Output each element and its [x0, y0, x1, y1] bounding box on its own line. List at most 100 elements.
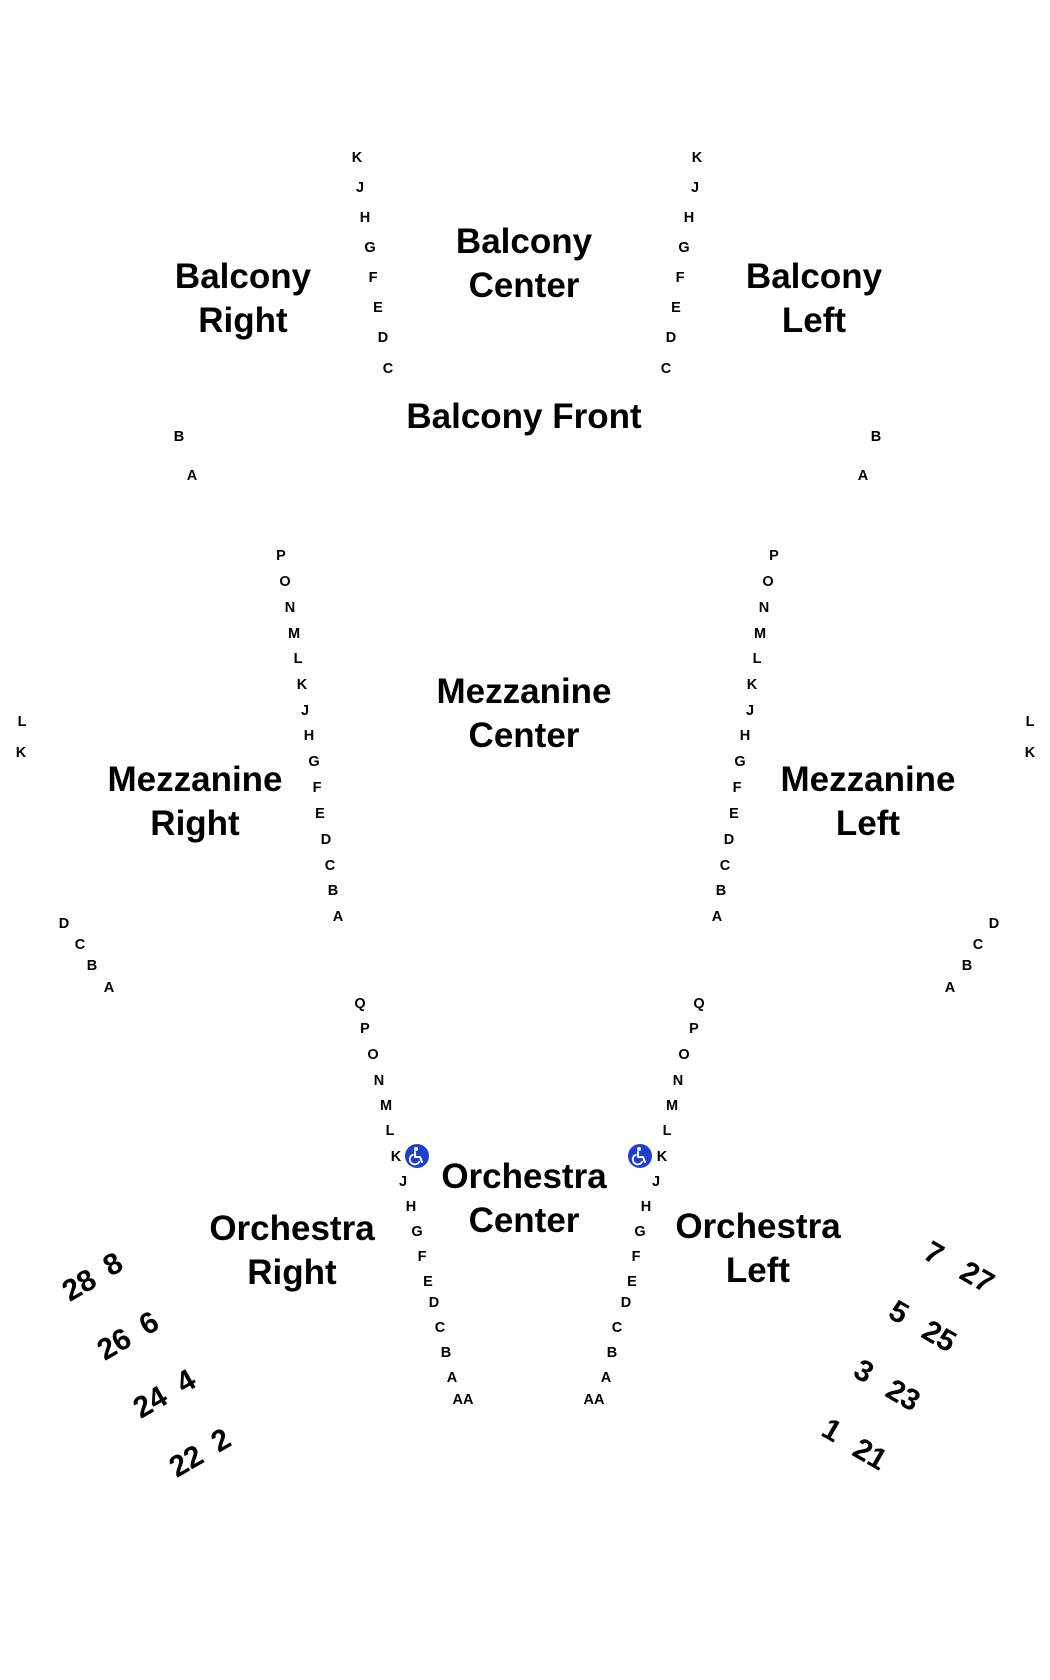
row-letter[interactable]: H [683, 210, 695, 226]
row-letter[interactable]: H [359, 210, 371, 226]
row-letter[interactable]: F [312, 780, 322, 796]
row-letter[interactable]: E [315, 806, 325, 822]
row-letter[interactable]: J [745, 703, 755, 719]
row-letter[interactable]: B [606, 1345, 618, 1361]
row-letter[interactable]: J [300, 703, 310, 719]
row-letter[interactable]: E [671, 300, 681, 316]
row-letter[interactable]: L [293, 651, 303, 667]
row-letter[interactable]: J [398, 1174, 408, 1190]
row-letter[interactable]: Q [354, 996, 366, 1012]
row-letter[interactable]: B [327, 883, 339, 899]
row-letter[interactable]: A [944, 980, 956, 996]
row-letter[interactable]: D [723, 832, 735, 848]
row-letter[interactable]: M [287, 626, 301, 642]
row-letter[interactable]: K [746, 677, 758, 693]
row-letter[interactable]: L [17, 714, 27, 730]
row-letter[interactable]: G [308, 754, 320, 770]
row-letter[interactable]: F [732, 780, 742, 796]
row-letter[interactable]: N [672, 1073, 684, 1089]
row-letter[interactable]: K [351, 150, 363, 166]
row-letter[interactable]: A [446, 1370, 458, 1386]
row-letter[interactable]: K [390, 1149, 402, 1165]
row-letter[interactable]: E [373, 300, 383, 316]
row-letter[interactable]: D [58, 916, 70, 932]
row-letter[interactable]: G [364, 240, 376, 256]
row-letter[interactable]: F [631, 1249, 641, 1265]
row-letter[interactable]: L [662, 1123, 672, 1139]
row-letter[interactable]: G [734, 754, 746, 770]
row-letter[interactable]: K [656, 1149, 668, 1165]
row-letter[interactable]: B [173, 429, 185, 445]
row-letter[interactable]: M [379, 1098, 393, 1114]
row-letter[interactable]: D [428, 1295, 440, 1311]
row-letter[interactable]: O [762, 574, 774, 590]
row-letter[interactable]: F [675, 270, 685, 286]
row-letter[interactable]: H [405, 1199, 417, 1215]
row-letter[interactable]: G [411, 1224, 423, 1240]
row-letter[interactable]: K [691, 150, 703, 166]
row-letter[interactable]: J [651, 1174, 661, 1190]
row-letter[interactable]: K [296, 677, 308, 693]
row-letter[interactable]: C [972, 937, 984, 953]
row-letter[interactable]: N [284, 600, 296, 616]
row-letter[interactable]: D [620, 1295, 632, 1311]
row-letter[interactable]: H [739, 728, 751, 744]
row-letter[interactable]: B [440, 1345, 452, 1361]
row-letter[interactable]: AA [583, 1392, 605, 1408]
row-letter[interactable]: E [627, 1274, 637, 1290]
row-letter[interactable]: A [711, 909, 723, 925]
row-letter[interactable]: A [600, 1370, 612, 1386]
row-letter[interactable]: O [367, 1047, 379, 1063]
row-letter[interactable]: K [15, 745, 27, 761]
row-letter[interactable]: B [961, 958, 973, 974]
row-letter[interactable]: A [103, 980, 115, 996]
row-letter[interactable]: C [660, 361, 672, 377]
row-letter[interactable]: P [360, 1021, 370, 1037]
row-letter[interactable]: C [611, 1320, 623, 1336]
row-letter[interactable]: B [870, 429, 882, 445]
row-letter[interactable]: Q [693, 996, 705, 1012]
row-letter[interactable]: D [377, 330, 389, 346]
row-letter[interactable]: M [665, 1098, 679, 1114]
row-letter[interactable]: C [382, 361, 394, 377]
row-letter[interactable]: C [719, 858, 731, 874]
row-letter[interactable]: G [634, 1224, 646, 1240]
row-letter[interactable]: K [1024, 745, 1036, 761]
row-letter[interactable]: H [303, 728, 315, 744]
row-letter[interactable]: C [434, 1320, 446, 1336]
row-letter[interactable]: L [385, 1123, 395, 1139]
row-letter[interactable]: D [988, 916, 1000, 932]
row-letter[interactable]: F [368, 270, 378, 286]
row-letter[interactable]: A [332, 909, 344, 925]
row-letter[interactable]: H [640, 1199, 652, 1215]
row-letter[interactable]: L [752, 651, 762, 667]
row-letter[interactable]: F [417, 1249, 427, 1265]
row-letter[interactable]: E [729, 806, 739, 822]
row-letter[interactable]: N [373, 1073, 385, 1089]
row-letter[interactable]: D [665, 330, 677, 346]
section-label-balcony-front[interactable]: Balcony Front [406, 395, 641, 439]
row-letter[interactable]: B [86, 958, 98, 974]
row-letter[interactable]: O [678, 1047, 690, 1063]
row-letter[interactable]: P [689, 1021, 699, 1037]
row-letter[interactable]: M [753, 626, 767, 642]
row-letter[interactable]: A [186, 468, 198, 484]
row-letter[interactable]: G [678, 240, 690, 256]
row-letter[interactable]: C [74, 937, 86, 953]
row-letter[interactable]: J [355, 180, 365, 196]
row-letter[interactable]: AA [452, 1392, 474, 1408]
row-letter[interactable]: P [276, 548, 286, 564]
row-letter[interactable]: A [857, 468, 869, 484]
row-letter[interactable]: D [320, 832, 332, 848]
row-letter[interactable]: P [769, 548, 779, 564]
row-letter[interactable]: N [758, 600, 770, 616]
